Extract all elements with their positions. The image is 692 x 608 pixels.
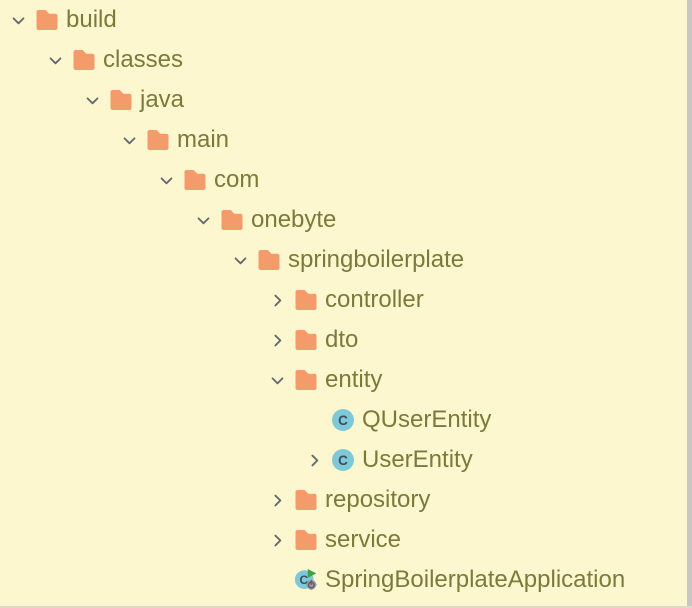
chevron-right-icon[interactable] [269,288,294,312]
panel-right-border [687,0,692,608]
folder-icon [257,247,281,273]
chevron-down-icon[interactable] [47,48,72,72]
tree-item-springboilerplate[interactable]: springboilerplate [0,240,687,280]
class-icon: C [331,447,355,473]
folder-icon [72,47,96,73]
svg-text:C: C [338,453,348,468]
chevron-down-icon[interactable] [84,88,109,112]
tree-item-label: java [140,86,185,113]
chevron-right-icon[interactable] [269,488,294,512]
chevron-right-icon[interactable] [269,528,294,552]
folder-icon [294,367,318,393]
tree-item-quserentity[interactable]: C QUserEntity [0,400,687,440]
tree-item-label: entity [325,366,383,393]
folder-icon [183,167,207,193]
chevron-down-icon[interactable] [158,168,183,192]
chevron-down-icon[interactable] [10,8,35,32]
tree-item-service[interactable]: service [0,520,687,560]
tree-item-label: onebyte [251,206,337,233]
tree-item-label: com [214,166,260,193]
chevron-right-icon[interactable] [306,448,331,472]
tree-item-label: build [66,6,117,33]
class-icon: C [331,407,355,433]
tree-item-label: QUserEntity [362,406,492,433]
chevron-right-icon[interactable] [269,328,294,352]
chevron-down-icon[interactable] [121,128,146,152]
tree-item-springboilerplateapplication[interactable]: C SpringBoilerplateApplication [0,560,687,600]
runnable-class-icon: C [294,567,318,593]
folder-icon [294,327,318,353]
tree-item-label: repository [325,486,431,513]
tree-item-main[interactable]: main [0,120,687,160]
folder-icon [220,207,244,233]
tree-item-classes[interactable]: classes [0,40,687,80]
folder-icon [294,527,318,553]
folder-icon [146,127,170,153]
tree-item-label: main [177,126,230,153]
chevron-down-icon[interactable] [269,368,294,392]
tree-item-repository[interactable]: repository [0,480,687,520]
folder-icon [109,87,133,113]
tree-item-controller[interactable]: controller [0,280,687,320]
svg-text:C: C [299,573,308,587]
tree-item-build[interactable]: build [0,0,687,40]
chevron-down-icon[interactable] [232,248,257,272]
svg-text:C: C [338,413,348,428]
folder-icon [294,287,318,313]
tree-item-java[interactable]: java [0,80,687,120]
tree-item-onebyte[interactable]: onebyte [0,200,687,240]
tree-item-label: dto [325,326,359,353]
tree-item-com[interactable]: com [0,160,687,200]
folder-icon [294,487,318,513]
tree-item-entity[interactable]: entity [0,360,687,400]
chevron-spacer [269,568,294,592]
tree-item-label: service [325,526,402,553]
tree-item-label: UserEntity [362,446,473,473]
tree-item-label: controller [325,286,424,313]
tree-item-dto[interactable]: dto [0,320,687,360]
chevron-spacer [306,408,331,432]
tree-item-label: SpringBoilerplateApplication [325,566,626,593]
tree-item-label: springboilerplate [288,246,465,273]
tree-item-userentity[interactable]: C UserEntity [0,440,687,480]
panel-bottom-border [0,606,692,608]
chevron-down-icon[interactable] [195,208,220,232]
tree-item-label: classes [103,46,184,73]
folder-icon [35,7,59,33]
